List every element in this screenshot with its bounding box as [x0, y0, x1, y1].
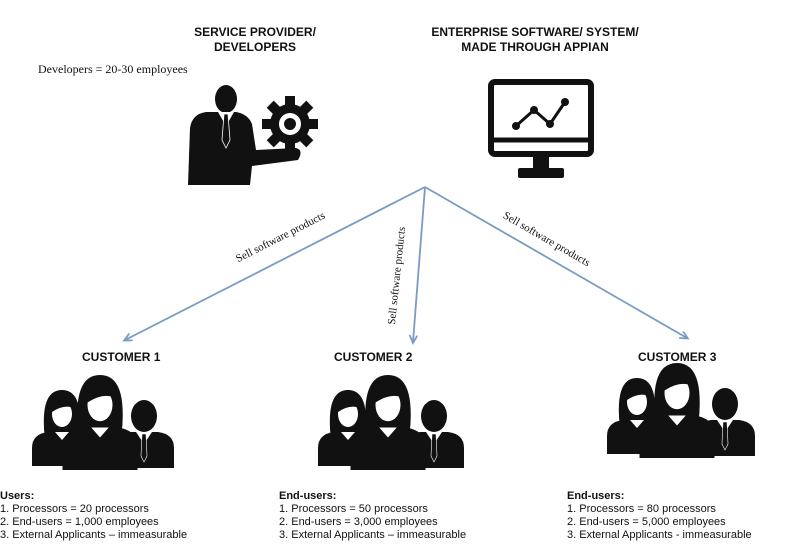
customer-2-details: End-users: 1. Processors = 50 processors… — [279, 490, 466, 542]
customer-2-section: End-users: — [279, 490, 337, 502]
system-title-line1: ENTERPRISE SOFTWARE/ SYSTEM/ — [431, 25, 639, 39]
customer-3-line-1: 1. Processors = 80 processors — [567, 503, 716, 515]
businessman-gear-icon — [188, 85, 318, 185]
arrow-to-customer-1 — [125, 186, 426, 340]
provider-heading: SERVICE PROVIDER/ DEVELOPERS — [160, 25, 350, 55]
provider-title-line1: SERVICE PROVIDER/ — [194, 25, 316, 39]
arrow-to-customer-2 — [413, 186, 426, 342]
customer-1-line-3: 3. External Applicants – immeasurable — [0, 529, 188, 541]
customer-2-line-1: 1. Processors = 50 processors — [279, 503, 428, 515]
customer-3-line-3: 3. External Applicants - immeasurable — [567, 529, 752, 541]
customer-3-details: End-users: 1. Processors = 80 processors… — [567, 490, 752, 542]
arrow-label-left: Sell software products — [234, 210, 327, 265]
customer-3-line-2: 2. End-users = 5,000 employees — [567, 516, 726, 528]
customer-1-section: Users: — [0, 490, 35, 502]
arrow-to-customer-3 — [424, 186, 687, 338]
people-group-icon — [32, 375, 175, 470]
people-group-icon — [318, 375, 465, 470]
people-group-icon — [607, 363, 756, 458]
customer-2-line-2: 2. End-users = 3,000 employees — [279, 516, 438, 528]
customer-1-title: CUSTOMER 1 — [82, 350, 161, 364]
customer-3-section: End-users: — [567, 490, 625, 502]
customer-1-details: Users: 1. Processors = 20 processors 2. … — [0, 490, 187, 542]
customer-1-line-2: 2. End-users = 1,000 employees — [0, 516, 159, 528]
monitor-chart-icon — [488, 79, 594, 178]
customer-2-line-3: 3. External Applicants – immeasurable — [279, 529, 467, 541]
system-title-line2: MADE THROUGH APPIAN — [461, 40, 609, 54]
customer-2-title: CUSTOMER 2 — [334, 350, 413, 364]
customer-1-line-1: 1. Processors = 20 processors — [0, 503, 149, 515]
developers-note: Developers = 20-30 employees — [38, 62, 188, 76]
system-heading: ENTERPRISE SOFTWARE/ SYSTEM/ MADE THROUG… — [415, 25, 655, 55]
customer-3-title: CUSTOMER 3 — [638, 350, 717, 364]
provider-title-line2: DEVELOPERS — [213, 40, 297, 54]
arrow-label-center: Sell software products — [386, 226, 408, 325]
